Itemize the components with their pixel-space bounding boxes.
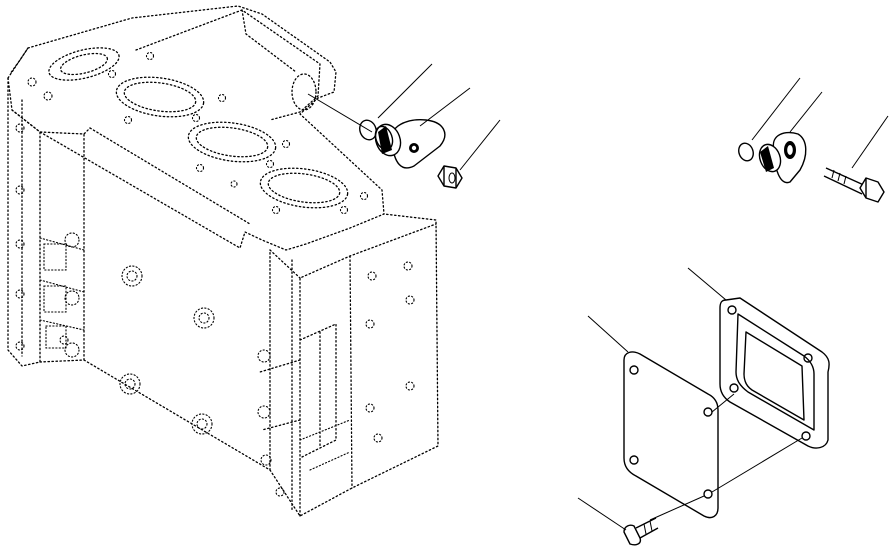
assembly-axis-line (711, 437, 803, 493)
leader-line (789, 91, 823, 133)
leader-line (587, 315, 629, 353)
leader-line (377, 63, 433, 119)
hex-nut-icon (437, 165, 463, 189)
assembly-axis-line (711, 393, 735, 413)
o-ring-icon (359, 119, 377, 141)
leader-line (751, 77, 801, 141)
leader-line (419, 87, 471, 127)
assembly-axis-line (307, 93, 373, 133)
assembly-axis-line (649, 495, 705, 521)
leader-line (687, 267, 727, 301)
sensor-flange-icon (758, 131, 807, 184)
gasket-icon (719, 297, 830, 449)
cylinder-head-block-icon (7, 5, 439, 517)
hex-bolt-icon (823, 167, 885, 203)
leader-line (459, 119, 501, 171)
cover-plate-icon (623, 351, 719, 519)
leader-line (851, 115, 889, 169)
cap-screw-icon (623, 517, 659, 546)
o-ring-icon (738, 142, 754, 162)
sensor-flange-icon (374, 119, 446, 169)
leader-line (577, 497, 627, 531)
